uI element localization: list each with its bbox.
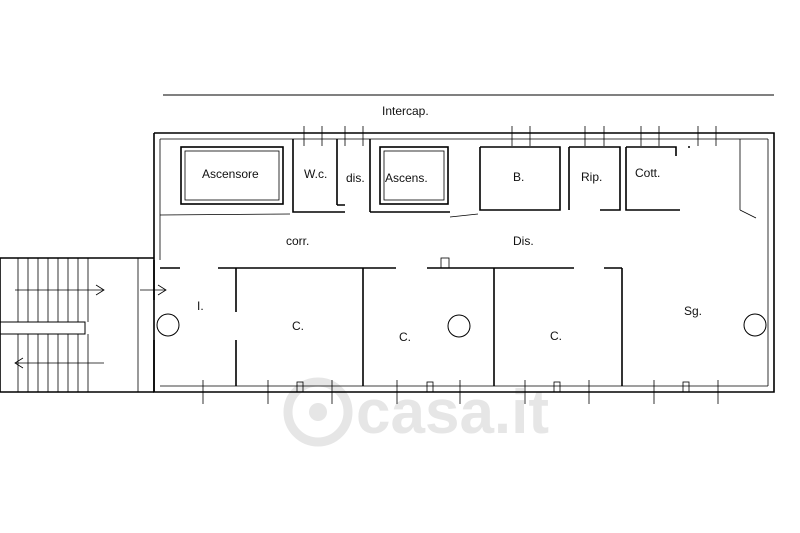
watermark-logo-icon bbox=[283, 377, 353, 447]
label-wc: W.c. bbox=[304, 167, 327, 181]
arrow-left-icon bbox=[14, 357, 104, 369]
watermark-text: casa.it bbox=[356, 378, 549, 447]
label-i: I. bbox=[197, 299, 204, 313]
room-cott bbox=[625, 146, 690, 211]
label-cott: Cott. bbox=[635, 166, 660, 180]
room-ascensore bbox=[180, 146, 284, 205]
outer-walls bbox=[153, 132, 775, 393]
bottom-windows bbox=[202, 380, 719, 404]
label-ascens: Ascens. bbox=[385, 171, 428, 185]
room-wc bbox=[292, 139, 345, 213]
label-dis: Dis. bbox=[513, 234, 534, 248]
room-dis-small bbox=[337, 139, 371, 212]
staircase bbox=[0, 257, 167, 393]
label-ascensore: Ascensore bbox=[202, 167, 259, 181]
top-windows bbox=[303, 126, 717, 146]
room-rip bbox=[568, 146, 621, 211]
label-c3: C. bbox=[550, 329, 562, 343]
label-corr: corr. bbox=[286, 234, 309, 248]
label-c1: C. bbox=[292, 319, 304, 333]
room-b bbox=[479, 146, 561, 211]
watermark: casa.it bbox=[283, 377, 549, 447]
label-dis-small: dis. bbox=[346, 171, 365, 185]
arrow-entrance-icon bbox=[140, 284, 167, 296]
label-rip: Rip. bbox=[581, 170, 602, 184]
lower-partitions bbox=[160, 257, 623, 386]
column-left bbox=[156, 313, 180, 337]
label-sg: Sg. bbox=[684, 304, 702, 318]
label-intercap: Intercap. bbox=[382, 104, 429, 118]
label-b: B. bbox=[513, 170, 524, 184]
column-center bbox=[447, 314, 471, 338]
room-ascens bbox=[379, 146, 449, 205]
column-right bbox=[743, 313, 767, 337]
label-c2: C. bbox=[399, 330, 411, 344]
arrow-right-icon bbox=[15, 284, 105, 296]
